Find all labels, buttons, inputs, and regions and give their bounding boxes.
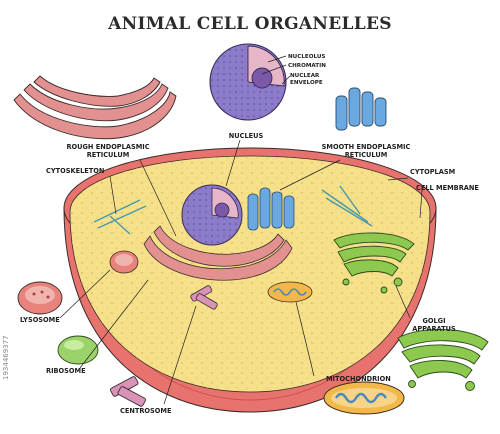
rough-er-detail — [13, 75, 177, 140]
cytoskeleton-strands-right — [321, 185, 373, 227]
golgi-detail — [397, 329, 489, 391]
smooth-er-in-cell — [247, 187, 295, 231]
nucleus-detail — [209, 43, 287, 121]
label-cytoplasm: CYTOPLASM — [410, 168, 455, 176]
label-ribosome: RIBOSOME — [46, 367, 86, 375]
label-nucleolus: NUCLEOLUS — [288, 54, 325, 60]
centrosome-in-cell — [190, 285, 218, 310]
label-cytoskeleton: CYTOSKELETON — [46, 167, 104, 175]
label-lysosome: LYSOSOME — [20, 316, 60, 324]
lysosome-in-cell — [109, 250, 139, 274]
label-nucleus: NUCLEUS — [229, 132, 264, 140]
ribosome-detail — [57, 335, 99, 365]
label-rough-er-line1: ROUGH ENDOPLASMIC — [66, 143, 149, 151]
label-golgi-line2: APPARATUS — [412, 325, 456, 333]
cell-body — [63, 147, 437, 413]
label-nuclear-envelope-line2: ENVELOPE — [290, 80, 323, 86]
label-chromatin: CHROMATIN — [288, 63, 326, 69]
leader-lines — [59, 55, 423, 405]
labels: NUCLEOLUS CHROMATIN NUCLEAR ENVELOPE NUC… — [20, 54, 479, 415]
label-smooth-er-line1: SMOOTH ENDOPLASMIC — [322, 143, 411, 151]
label-nuclear-envelope-line1: NUCLEAR — [290, 73, 320, 79]
watermark-id: 1934469377 — [2, 335, 10, 380]
diagram-title: ANIMAL CELL ORGANELLES — [107, 14, 392, 34]
label-mitochondrion: MITOCHONDRION — [326, 375, 391, 383]
smooth-er-detail — [335, 87, 387, 131]
label-rough-er-line2: RETICULUM — [87, 151, 130, 159]
mitochondrion-in-cell — [267, 281, 313, 303]
label-golgi-line1: GOLGI — [422, 317, 445, 325]
lysosome-detail — [17, 281, 63, 315]
centrosome-detail — [110, 376, 146, 407]
label-smooth-er-line2: RETICULUM — [345, 151, 388, 159]
mitochondrion-detail — [323, 381, 405, 415]
golgi-in-cell — [333, 232, 415, 294]
cytoskeleton-strands — [93, 199, 147, 235]
nucleus-in-cell — [181, 184, 243, 246]
label-cell-membrane: CELL MEMBRANE — [416, 184, 479, 192]
label-centrosome: CENTROSOME — [120, 407, 172, 415]
rough-er-in-cell — [143, 225, 293, 281]
